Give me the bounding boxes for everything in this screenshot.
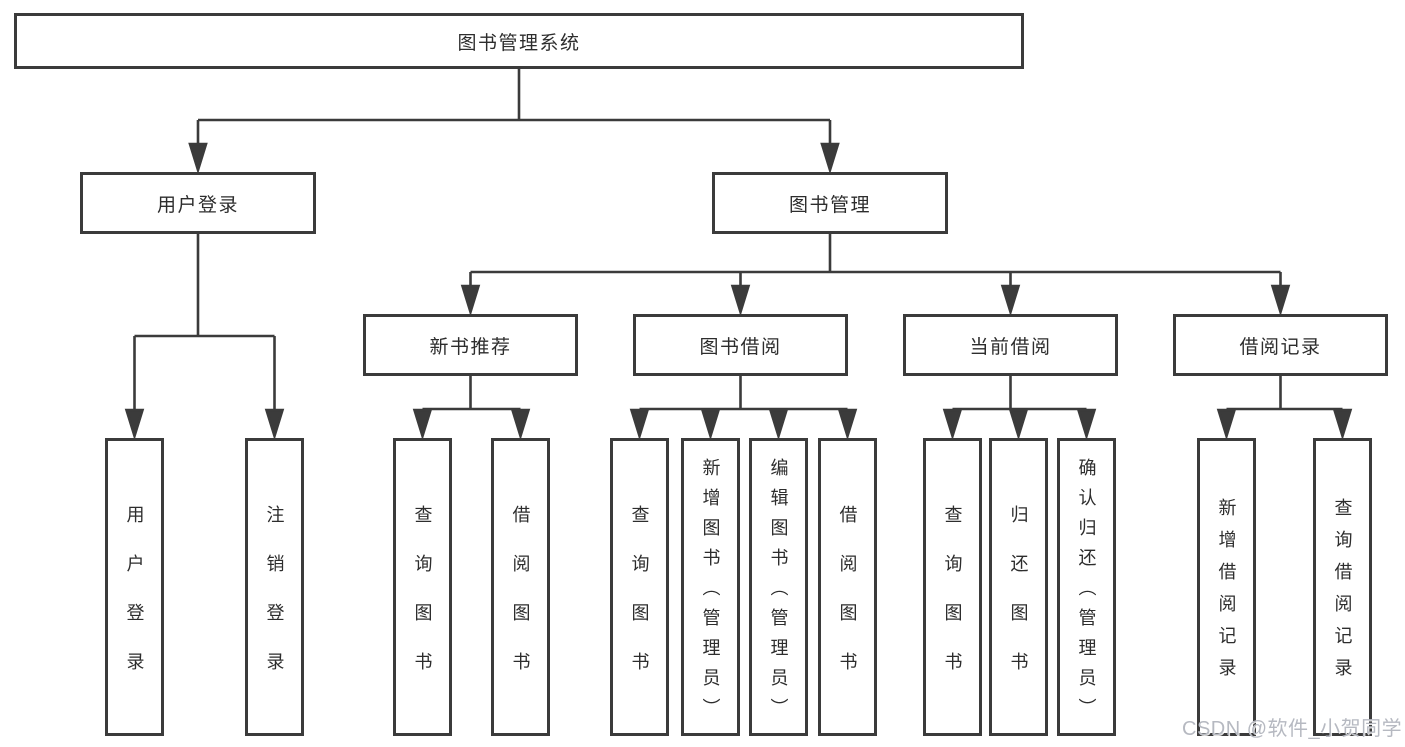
- leaf-borrow-query-books: 查询图书: [610, 438, 669, 736]
- leaf-borrow-add-books-admin-label: 新增图书（管理员）: [700, 458, 721, 728]
- leaf-recommend-borrow-books: 借阅图书: [491, 438, 550, 736]
- watermark: CSDN @软件_小贺同学: [1182, 718, 1403, 740]
- leaf-logout-label: 注销登录: [264, 504, 285, 701]
- leaf-records-query-record: 查询借阅记录: [1313, 438, 1372, 736]
- node-borrowing-records: 借阅记录: [1173, 314, 1388, 376]
- node-borrowing-records-label: 借阅记录: [1239, 336, 1322, 358]
- leaf-user-login: 用户登录: [105, 438, 164, 736]
- connector-records-to-leaves: [1216, 376, 1353, 441]
- node-book-borrowing: 图书借阅: [633, 314, 848, 376]
- node-root: 图书管理系统: [14, 13, 1024, 69]
- leaf-records-add-record-label: 新增借阅记录: [1216, 498, 1237, 690]
- leaf-recommend-borrow-books-label: 借阅图书: [510, 504, 531, 701]
- connector-current-to-leaves: [942, 376, 1097, 441]
- node-root-label: 图书管理系统: [457, 32, 581, 54]
- connector-borrow-to-leaves: [629, 376, 858, 441]
- leaf-current-query-books-label: 查询图书: [942, 504, 963, 701]
- leaf-user-login-label: 用户登录: [124, 504, 145, 701]
- connector-root-to-level2: [188, 69, 840, 175]
- leaf-borrow-edit-books-admin-label: 编辑图书（管理员）: [768, 458, 789, 728]
- connector-user-login-to-leaves: [124, 234, 285, 441]
- node-current-borrowing-label: 当前借阅: [969, 336, 1052, 358]
- node-user-login-label: 用户登录: [156, 194, 239, 216]
- leaf-borrow-add-books-admin: 新增图书（管理员）: [681, 438, 740, 736]
- leaf-records-query-record-label: 查询借阅记录: [1332, 498, 1353, 690]
- leaf-records-add-record: 新增借阅记录: [1197, 438, 1256, 736]
- leaf-current-confirm-return-admin-label: 确认归还（管理员）: [1076, 458, 1097, 728]
- leaf-borrow-query-books-label: 查询图书: [629, 504, 650, 701]
- leaf-recommend-query-books: 查询图书: [393, 438, 452, 736]
- leaf-current-confirm-return-admin: 确认归还（管理员）: [1057, 438, 1116, 736]
- connector-recommend-to-leaves: [412, 376, 531, 441]
- node-book-management: 图书管理: [712, 172, 948, 234]
- leaf-recommend-query-books-label: 查询图书: [412, 504, 433, 701]
- node-book-borrowing-label: 图书借阅: [699, 336, 782, 358]
- leaf-logout: 注销登录: [245, 438, 304, 736]
- leaf-borrow-borrow-books-label: 借阅图书: [837, 504, 858, 701]
- node-new-book-recommend: 新书推荐: [363, 314, 578, 376]
- node-new-book-recommend-label: 新书推荐: [429, 336, 512, 358]
- leaf-borrow-edit-books-admin: 编辑图书（管理员）: [749, 438, 808, 736]
- leaf-borrow-borrow-books: 借阅图书: [818, 438, 877, 736]
- node-book-management-label: 图书管理: [788, 194, 871, 216]
- leaf-current-query-books: 查询图书: [923, 438, 982, 736]
- leaf-current-return-books-label: 归还图书: [1008, 504, 1029, 701]
- connector-book-mgmt-to-level3: [460, 234, 1291, 317]
- node-current-borrowing: 当前借阅: [903, 314, 1118, 376]
- leaf-current-return-books: 归还图书: [989, 438, 1048, 736]
- node-user-login: 用户登录: [80, 172, 316, 234]
